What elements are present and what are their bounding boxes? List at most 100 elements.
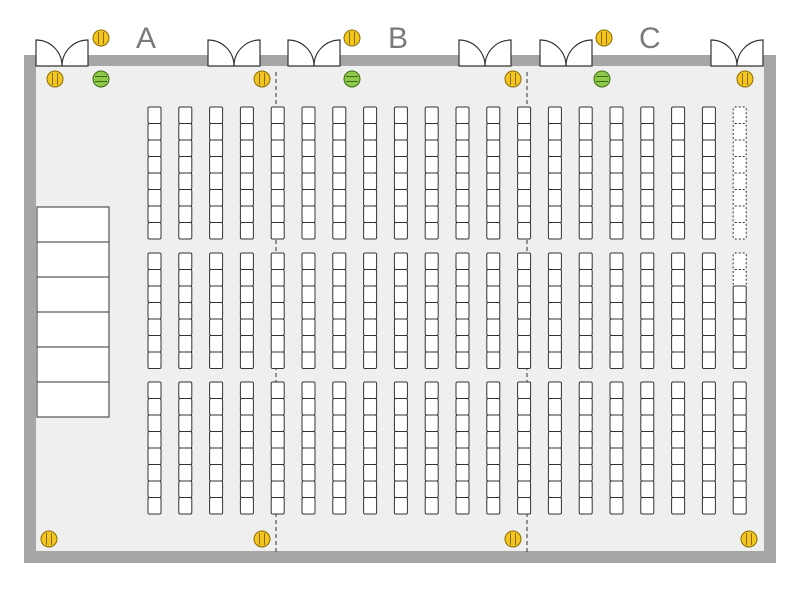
seat[interactable] (393, 335, 408, 353)
seat[interactable] (332, 252, 347, 270)
seat[interactable] (609, 285, 624, 303)
seat[interactable] (547, 447, 562, 465)
seat[interactable] (393, 318, 408, 336)
seat[interactable] (147, 318, 162, 336)
seat[interactable] (455, 335, 470, 353)
seat[interactable] (701, 285, 716, 303)
seat[interactable] (209, 351, 224, 369)
seat[interactable] (178, 414, 193, 432)
seat[interactable] (701, 318, 716, 336)
seat[interactable] (147, 172, 162, 190)
seat[interactable] (270, 252, 285, 270)
seat[interactable] (239, 398, 254, 416)
seat[interactable] (424, 222, 439, 240)
seat[interactable] (424, 205, 439, 223)
seat[interactable] (147, 106, 162, 124)
seat[interactable] (547, 351, 562, 369)
seat[interactable] (424, 269, 439, 287)
seat[interactable] (301, 269, 316, 287)
seat[interactable] (609, 351, 624, 369)
seat[interactable] (671, 335, 686, 353)
seat[interactable] (209, 381, 224, 399)
seat[interactable] (547, 318, 562, 336)
seat[interactable] (640, 106, 655, 124)
seat[interactable] (301, 205, 316, 223)
seat[interactable] (393, 285, 408, 303)
seat[interactable] (332, 398, 347, 416)
seat[interactable] (270, 139, 285, 157)
seat[interactable] (239, 285, 254, 303)
seat[interactable] (393, 189, 408, 207)
seat[interactable] (332, 414, 347, 432)
seat[interactable] (455, 464, 470, 482)
seat[interactable] (178, 351, 193, 369)
seat[interactable] (671, 189, 686, 207)
seat[interactable] (147, 139, 162, 157)
seat[interactable] (301, 480, 316, 498)
seat[interactable] (609, 205, 624, 223)
seat[interactable] (178, 189, 193, 207)
seat[interactable] (270, 381, 285, 399)
seat[interactable] (732, 351, 747, 369)
seat[interactable] (640, 497, 655, 515)
seat[interactable] (301, 447, 316, 465)
seat[interactable] (732, 302, 747, 320)
seat[interactable] (424, 497, 439, 515)
seat[interactable] (363, 252, 378, 270)
seat[interactable] (671, 497, 686, 515)
seat[interactable] (486, 172, 501, 190)
seat[interactable] (732, 189, 747, 207)
seat[interactable] (332, 156, 347, 174)
seat[interactable] (455, 480, 470, 498)
seat[interactable] (239, 480, 254, 498)
seat[interactable] (732, 252, 747, 270)
seat[interactable] (301, 252, 316, 270)
seat[interactable] (640, 414, 655, 432)
seat[interactable] (270, 497, 285, 515)
seat[interactable] (547, 431, 562, 449)
seat[interactable] (517, 302, 532, 320)
seat[interactable] (178, 285, 193, 303)
seat[interactable] (455, 497, 470, 515)
seat[interactable] (270, 414, 285, 432)
seat[interactable] (332, 302, 347, 320)
seat[interactable] (239, 106, 254, 124)
seat[interactable] (301, 497, 316, 515)
seat[interactable] (486, 351, 501, 369)
seat[interactable] (640, 172, 655, 190)
seat[interactable] (270, 302, 285, 320)
seat[interactable] (701, 222, 716, 240)
seat[interactable] (424, 398, 439, 416)
seat[interactable] (517, 398, 532, 416)
seat[interactable] (455, 252, 470, 270)
seat[interactable] (547, 172, 562, 190)
seat[interactable] (393, 222, 408, 240)
seat[interactable] (517, 447, 532, 465)
seat[interactable] (239, 123, 254, 141)
seat[interactable] (363, 497, 378, 515)
seat[interactable] (393, 172, 408, 190)
seat[interactable] (701, 335, 716, 353)
seat[interactable] (517, 269, 532, 287)
seat[interactable] (147, 431, 162, 449)
seat[interactable] (517, 252, 532, 270)
seat[interactable] (732, 172, 747, 190)
seat[interactable] (640, 205, 655, 223)
seat[interactable] (393, 447, 408, 465)
seat[interactable] (178, 205, 193, 223)
seat[interactable] (609, 156, 624, 174)
seat[interactable] (301, 139, 316, 157)
seat[interactable] (270, 189, 285, 207)
seat[interactable] (301, 431, 316, 449)
seat[interactable] (609, 318, 624, 336)
seat[interactable] (239, 222, 254, 240)
seat[interactable] (517, 335, 532, 353)
seat[interactable] (578, 189, 593, 207)
seat[interactable] (239, 414, 254, 432)
seat[interactable] (455, 106, 470, 124)
seat[interactable] (332, 285, 347, 303)
seat[interactable] (301, 156, 316, 174)
seat[interactable] (363, 302, 378, 320)
seat[interactable] (424, 351, 439, 369)
seat[interactable] (270, 156, 285, 174)
